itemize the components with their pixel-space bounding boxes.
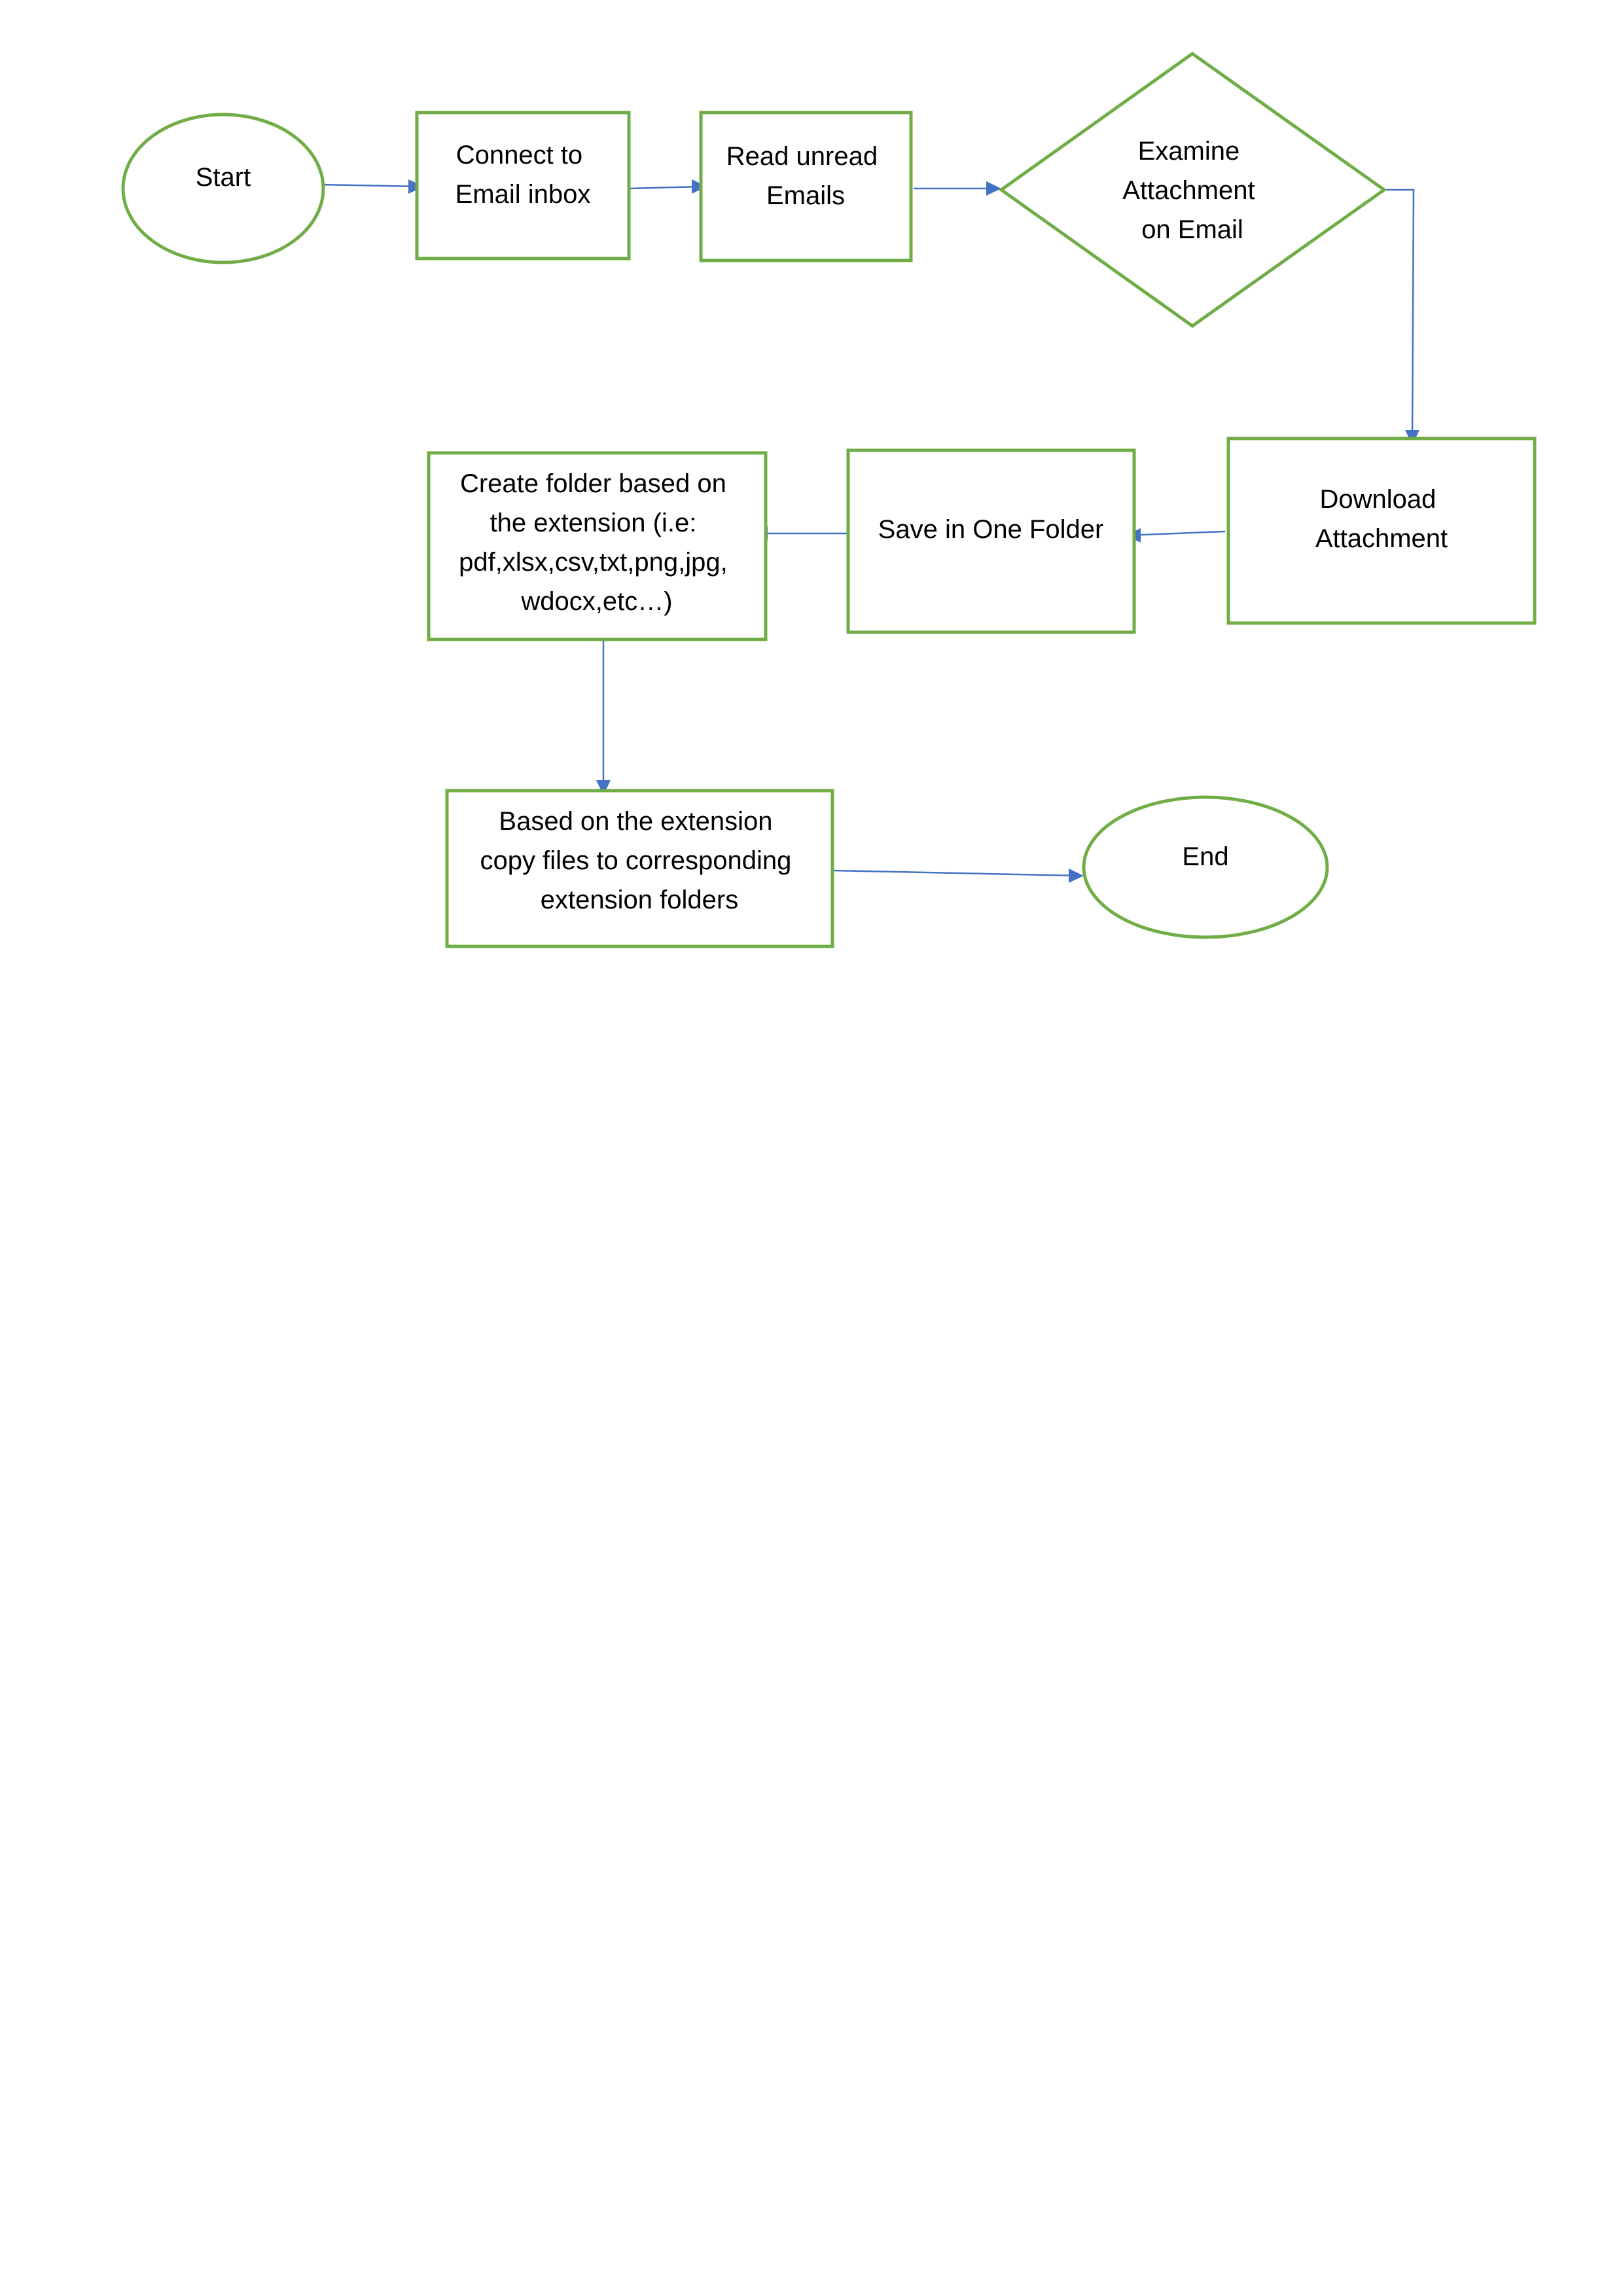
start-ellipse <box>121 113 325 264</box>
create-label-line2: the extension (i.e: <box>490 509 697 537</box>
edge-start-to-connect <box>320 183 421 188</box>
arrowhead-end <box>1069 869 1084 883</box>
node-connect-email-inbox: Connect to Email inbox <box>415 111 631 260</box>
edge-copy-to-end <box>832 869 1080 877</box>
download-label-line2: Attachment <box>1315 524 1448 553</box>
node-read-unread-emails: Read unread Emails <box>699 111 913 262</box>
copy-label-line1: Based on the extension <box>499 807 772 836</box>
download-rect <box>1226 437 1537 625</box>
node-save-in-one-folder: Save in One Folder <box>846 448 1136 634</box>
create-label-line1: Create folder based on <box>460 469 726 498</box>
create-label-line3: pdf,xlsx,csv,txt,png,jpg, <box>459 548 728 577</box>
edges <box>320 183 1415 877</box>
node-start: Start <box>121 113 325 264</box>
connect-label-line2: Email inbox <box>455 180 591 209</box>
copy-rect <box>445 789 834 948</box>
node-copy-files: Based on the extension copy files to cor… <box>445 789 834 948</box>
arrowhead-examine <box>986 181 1001 196</box>
examine-label-line3: on Email <box>1141 215 1243 244</box>
start-label: Start <box>196 163 251 192</box>
node-end: End <box>1082 795 1329 939</box>
read-rect <box>699 111 913 262</box>
svg-text:Download Attachment: Download Attachment <box>1315 485 1448 553</box>
create-rect <box>427 451 768 641</box>
download-label-line1: Download <box>1319 485 1436 514</box>
save-rect <box>846 448 1136 634</box>
svg-text:Read unread Emails: Read unread Emails <box>726 142 885 210</box>
svg-text:Create folder based on t: Create folder based on the extension (i.… <box>459 469 735 616</box>
examine-label-line2: Attachment <box>1122 176 1255 205</box>
copy-label-line2: copy files to corresponding <box>480 846 792 875</box>
node-examine-attachment: Examine Attachment on Email <box>998 51 1387 329</box>
connect-rect <box>415 111 631 260</box>
node-create-folder: Create folder based on the extension (i.… <box>427 451 768 641</box>
examine-diamond <box>998 51 1387 329</box>
end-ellipse <box>1082 795 1329 939</box>
examine-label-line1: Examine <box>1138 137 1240 166</box>
edge-connect-to-read <box>629 185 702 190</box>
save-label: Save in One Folder <box>878 515 1104 544</box>
read-label-line1: Read unread <box>726 142 878 171</box>
svg-text:Examine Attachment: Examine Attachment on Email <box>1122 137 1262 244</box>
svg-text:End: End <box>1182 842 1228 871</box>
svg-text:Save in One Folder: Save in One Folder <box>878 515 1104 544</box>
svg-text:Based on the extension c: Based on the extension copy files to cor… <box>480 807 799 914</box>
svg-text:Start: Start <box>196 163 251 192</box>
node-download-attachment: Download Attachment <box>1226 437 1537 625</box>
create-label-line4: wdocx,etc…) <box>520 587 672 616</box>
read-label-line2: Emails <box>766 181 845 210</box>
edge-examine-to-download <box>1382 188 1415 440</box>
svg-text:Connect to Email inbox: Connect to Email inbox <box>455 141 591 209</box>
arrowhead-copy <box>596 780 611 795</box>
edge-download-to-save <box>1126 530 1226 537</box>
connect-label-line1: Connect to <box>456 141 582 170</box>
copy-label-line3: extension folders <box>541 886 738 914</box>
end-label: End <box>1182 842 1228 871</box>
